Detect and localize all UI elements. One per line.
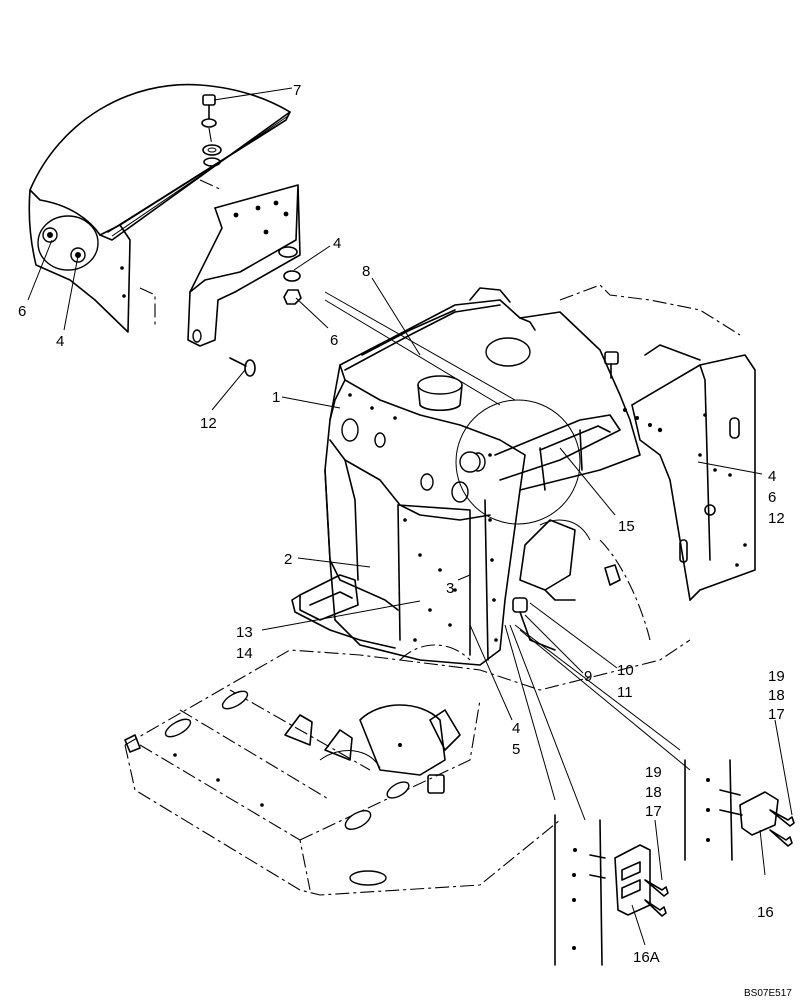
callout-16a: 16A <box>633 949 660 966</box>
callout-6: 6 <box>768 489 776 506</box>
callout-4: 4 <box>512 720 520 737</box>
callout-12: 12 <box>200 415 217 432</box>
drawing-code: BS07E517 <box>744 988 792 999</box>
callout-10: 10 <box>617 662 634 679</box>
callout-16: 16 <box>757 904 774 921</box>
callout-17: 17 <box>768 706 785 723</box>
callout-11: 11 <box>617 684 633 701</box>
rear-frame <box>559 284 756 601</box>
callout-9: 9 <box>584 668 592 685</box>
control-mount <box>512 519 651 651</box>
callout-1: 1 <box>272 389 280 406</box>
callout-labels: 7 6 4 4 6 8 12 1 4 6 12 15 2 3 13 14 10 … <box>18 82 792 999</box>
bolt-7 <box>201 94 222 167</box>
callout-17: 17 <box>645 803 662 820</box>
callout-6: 6 <box>330 332 338 349</box>
callout-leaders <box>27 87 763 721</box>
callout-7: 7 <box>293 82 301 99</box>
callout-2: 2 <box>284 551 292 568</box>
callout-19: 19 <box>645 764 662 781</box>
callout-4: 4 <box>333 235 341 252</box>
callout-8: 8 <box>362 263 370 280</box>
callout-13: 13 <box>236 624 253 641</box>
callout-3: 3 <box>446 580 454 597</box>
chassis-frame <box>124 639 691 896</box>
bolt-12 <box>229 357 256 377</box>
callout-12: 12 <box>768 510 785 527</box>
callout-4: 4 <box>56 333 64 350</box>
callout-19: 19 <box>768 668 785 685</box>
bracket-plate <box>187 184 302 347</box>
detail-circle <box>324 291 663 525</box>
callout-4: 4 <box>768 468 776 485</box>
bracket-16a-detail <box>554 814 669 966</box>
floor-shelf <box>291 574 396 649</box>
callout-18: 18 <box>768 687 785 704</box>
fender-assembly <box>28 83 291 333</box>
callout-6: 6 <box>18 303 26 320</box>
leader-lines <box>504 624 691 821</box>
cab-frame <box>324 287 641 666</box>
callout-14: 14 <box>236 645 253 662</box>
callout-5: 5 <box>512 741 520 758</box>
callout-15: 15 <box>618 518 635 535</box>
bracket-16-detail <box>684 719 795 876</box>
callout-18: 18 <box>645 784 662 801</box>
